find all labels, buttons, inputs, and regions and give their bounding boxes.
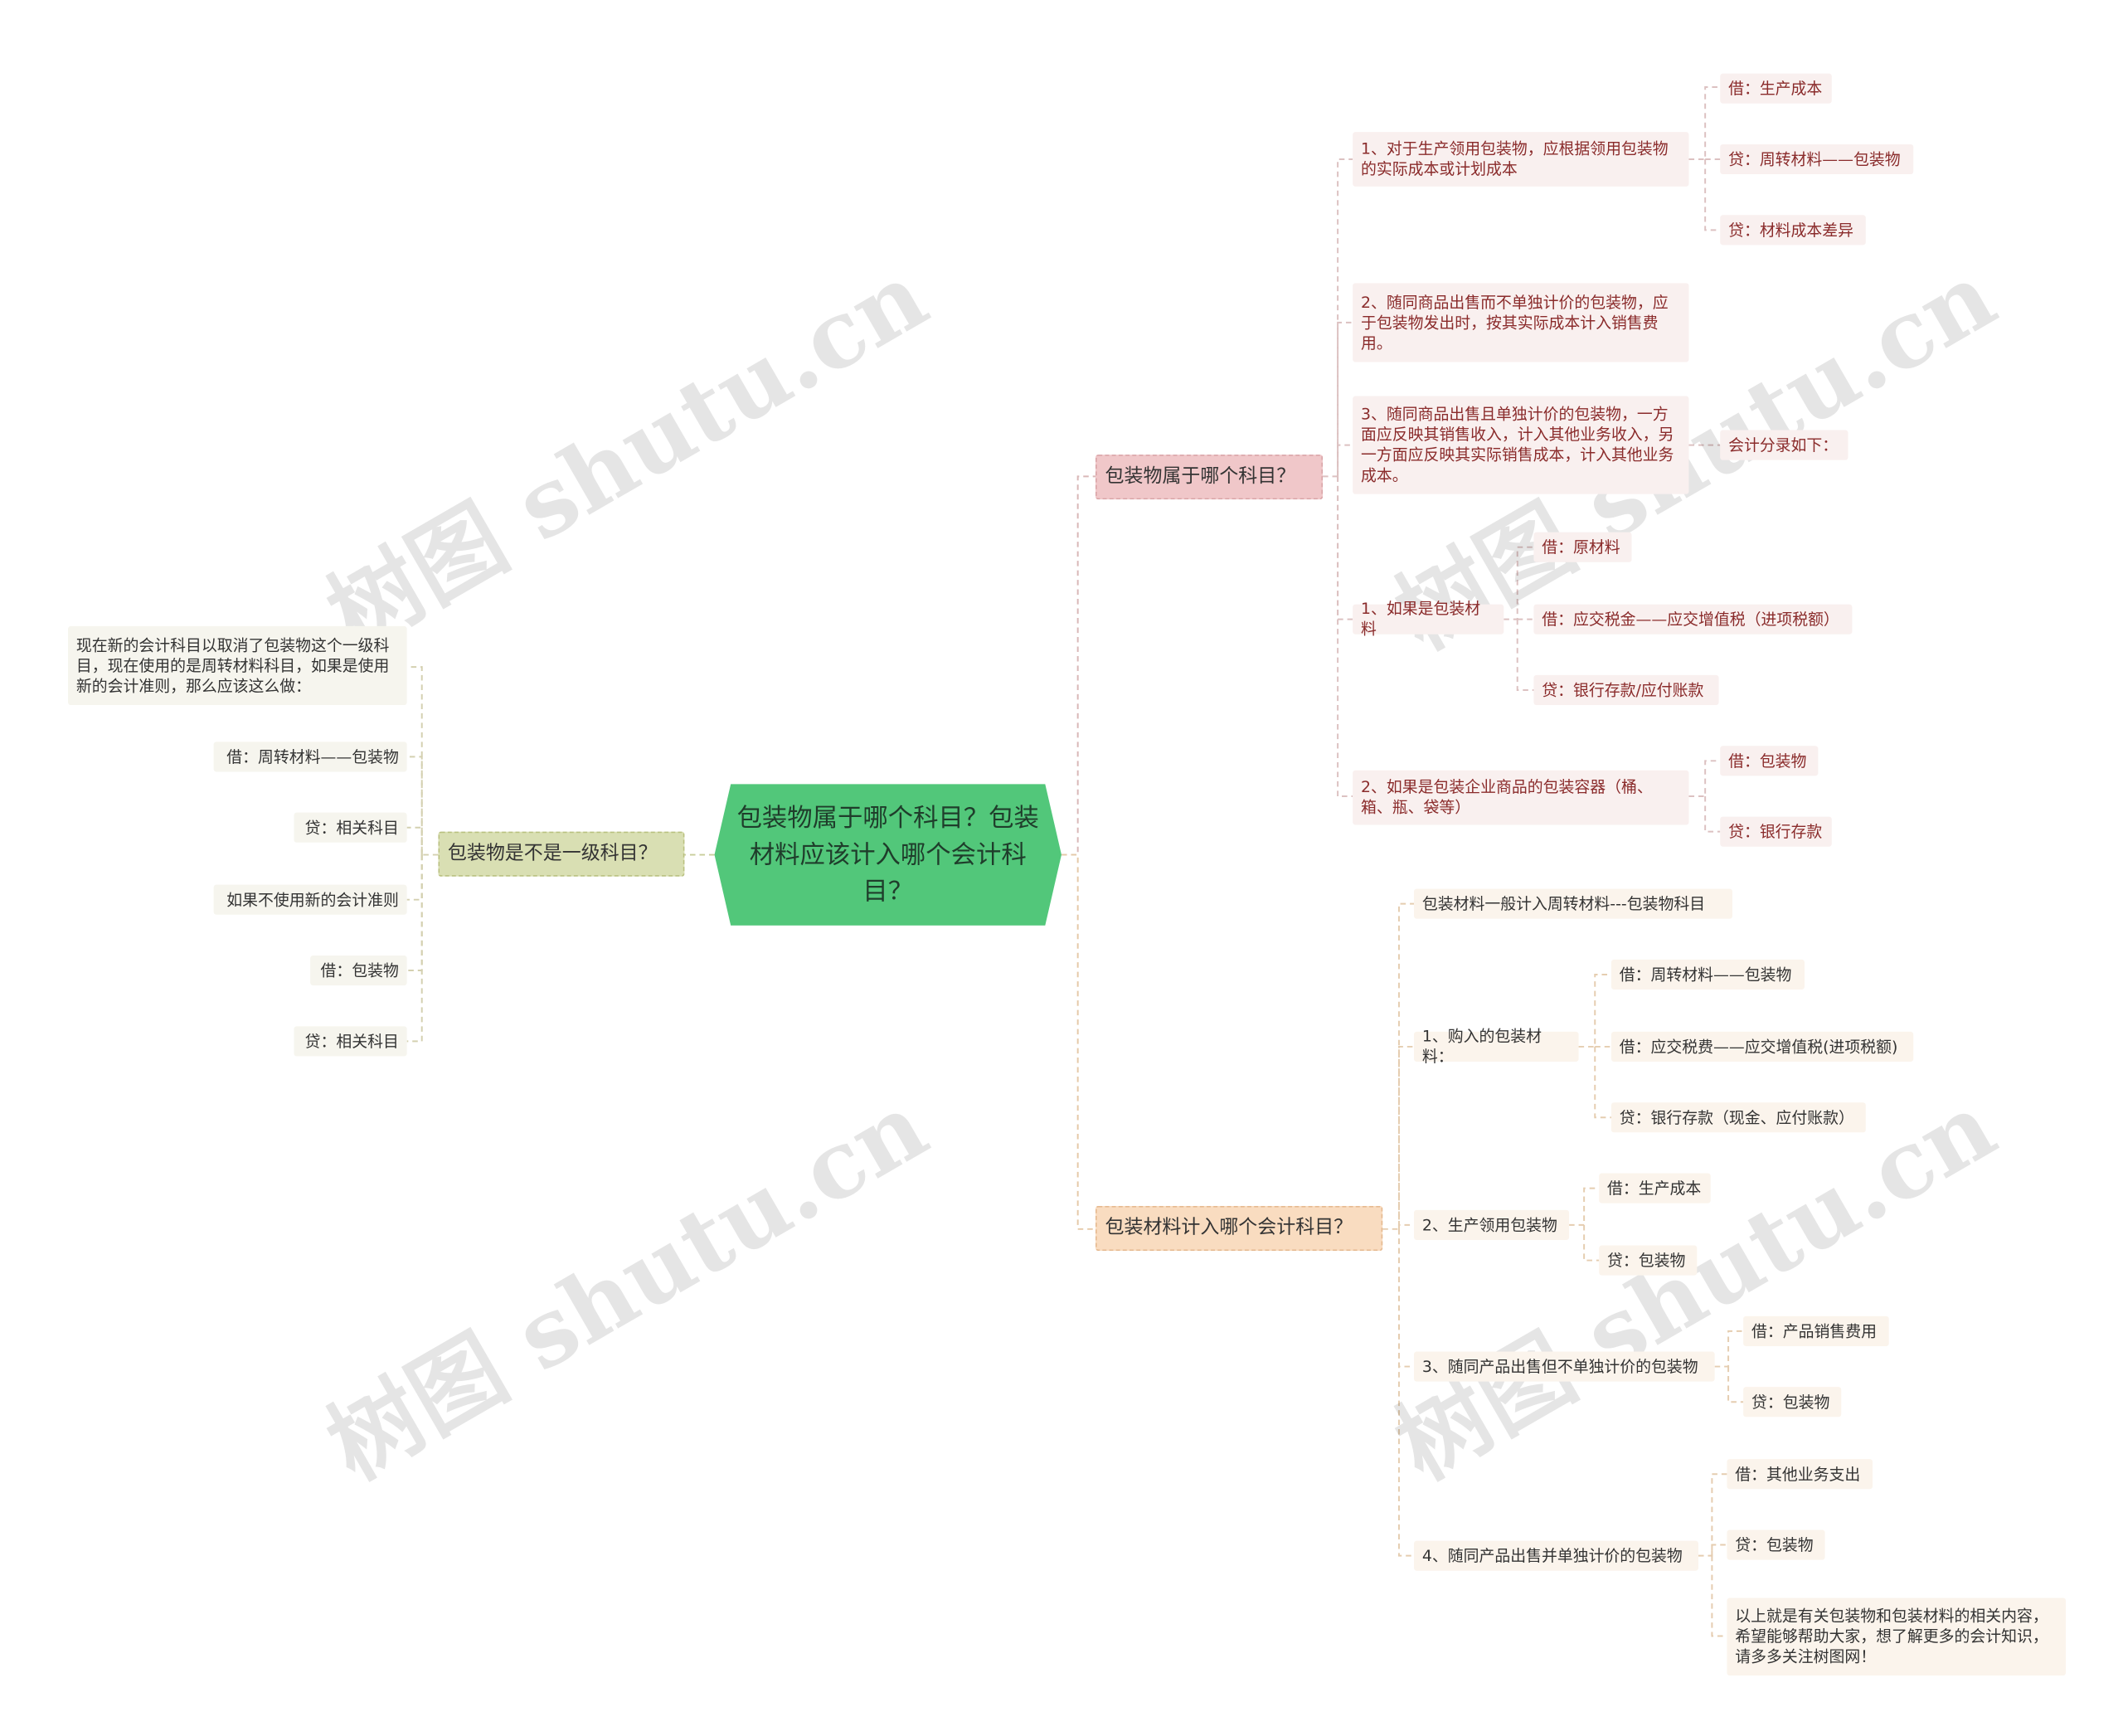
item-label: 贷：银行存款 xyxy=(1728,821,1823,841)
branch3-item-3[interactable]: 贷：相关科目 xyxy=(294,812,407,843)
item-label: 贷：银行存款/应付账款 xyxy=(1542,679,1704,699)
branch2-item-2[interactable]: 1、购入的包装材料： xyxy=(1413,1026,1579,1066)
branch1-item-1-child-1[interactable]: 借：生产成本 xyxy=(1720,73,1832,104)
item-label: 贷：相关科目 xyxy=(304,1031,399,1051)
branch1-item-5-child-1[interactable]: 借：包装物 xyxy=(1720,746,1819,776)
item-label: 借：产品销售费用 xyxy=(1751,1320,1877,1340)
branch-node-1[interactable]: 包装物属于哪个科目？ xyxy=(1096,455,1324,500)
item-label: 3、随同产品出售但不单独计价的包装物 xyxy=(1421,1356,1698,1376)
branch3-item-4[interactable]: 如果不使用新的会计准则 xyxy=(213,884,407,915)
branch1-item-2[interactable]: 2、随同商品出售而不单独计价的包装物，应于包装物发出时，按其实际成本计入销售费用… xyxy=(1353,283,1689,362)
branch2-item-5[interactable]: 4、随同产品出售并单独计价的包装物 xyxy=(1413,1540,1698,1571)
item-label: 4、随同产品出售并单独计价的包装物 xyxy=(1421,1545,1683,1565)
branch-label: 包装物属于哪个科目？ xyxy=(1105,465,1296,488)
branch-label: 包装物是不是一级科目？ xyxy=(447,842,658,865)
branch2-item-4[interactable]: 3、随同产品出售但不单独计价的包装物 xyxy=(1413,1351,1715,1382)
branch2-item-5-child-2[interactable]: 贷：包装物 xyxy=(1727,1529,1825,1560)
branch1-item-5[interactable]: 2、如果是包装企业商品的包装容器（桶、箱、瓶、袋等） xyxy=(1353,770,1689,825)
item-label: 贷：包装物 xyxy=(1607,1250,1686,1270)
branch-label: 包装材料计入哪个会计科目？ xyxy=(1105,1217,1353,1239)
item-label: 借：生产成本 xyxy=(1728,78,1823,98)
item-label: 2、生产领用包装物 xyxy=(1421,1214,1557,1234)
item-label: 贷：相关科目 xyxy=(304,817,399,837)
branch2-item-3[interactable]: 2、生产领用包装物 xyxy=(1413,1209,1570,1240)
item-label: 贷：材料成本差异 xyxy=(1728,220,1854,239)
item-label: 2、如果是包装企业商品的包装容器（桶、箱、瓶、袋等） xyxy=(1361,777,1653,817)
branch1-item-3-child-1[interactable]: 会计分录如下： xyxy=(1720,430,1849,460)
item-label: 借：其他业务支出 xyxy=(1735,1463,1861,1483)
branch2-item-4-child-2[interactable]: 贷：包装物 xyxy=(1743,1387,1842,1417)
item-label: 1、如果是包装材料 xyxy=(1361,599,1481,639)
item-label: 会计分录如下： xyxy=(1728,435,1839,455)
branch-node-2[interactable]: 包装材料计入哪个会计科目？ xyxy=(1096,1205,1383,1252)
item-label: 借：生产成本 xyxy=(1607,1178,1702,1198)
branch1-item-4-child-3[interactable]: 贷：银行存款/应付账款 xyxy=(1533,674,1719,706)
branch1-item-4-child-2[interactable]: 借：应交税金——应交增值税（进项税额） xyxy=(1533,604,1853,635)
branch1-item-4-child-1[interactable]: 借：原材料 xyxy=(1533,532,1632,562)
item-label: 现在新的会计科目以取消了包装物这个一级科目，现在使用的是周转材料科目，如果是使用… xyxy=(75,635,390,695)
item-label: 以上就是有关包装物和包装材料的相关内容，希望能够帮助大家，想了解更多的会计知识，… xyxy=(1735,1606,2048,1666)
item-label: 借：周转材料——包装物 xyxy=(226,746,399,766)
item-label: 1、对于生产领用包装物，应根据领用包装物的实际成本或计划成本 xyxy=(1361,139,1669,178)
branch2-item-2-child-3[interactable]: 贷：银行存款（现金、应付账款） xyxy=(1610,1102,1866,1133)
branch3-item-2[interactable]: 借：周转材料——包装物 xyxy=(213,742,407,772)
item-label: 借：包装物 xyxy=(1728,751,1807,770)
branch1-item-5-child-2[interactable]: 贷：银行存款 xyxy=(1720,816,1832,847)
branch2-item-3-child-1[interactable]: 借：生产成本 xyxy=(1599,1173,1711,1204)
branch3-item-5[interactable]: 借：包装物 xyxy=(310,955,407,986)
root-title: 包装物属于哪个科目？包装材料应该计入哪个会计科目？ xyxy=(736,804,1039,907)
item-label: 借：应交税费——应交增值税(进项税额) xyxy=(1619,1036,1898,1056)
branch2-item-3-child-2[interactable]: 贷：包装物 xyxy=(1599,1245,1698,1276)
branch2-item-1[interactable]: 包装材料一般计入周转材料---包装物科目 xyxy=(1413,888,1732,919)
item-label: 1、购入的包装材料： xyxy=(1421,1026,1542,1066)
branch2-item-2-child-1[interactable]: 借：周转材料——包装物 xyxy=(1610,959,1805,990)
branch2-item-4-child-1[interactable]: 借：产品销售费用 xyxy=(1743,1315,1889,1346)
branch1-item-4[interactable]: 1、如果是包装材料 xyxy=(1353,599,1504,639)
item-label: 借：周转材料——包装物 xyxy=(1619,964,1792,984)
branch3-item-1[interactable]: 现在新的会计科目以取消了包装物这个一级科目，现在使用的是周转材料科目，如果是使用… xyxy=(68,625,407,706)
branch1-item-1-child-3[interactable]: 贷：材料成本差异 xyxy=(1720,215,1866,246)
branch2-item-5-child-1[interactable]: 借：其他业务支出 xyxy=(1727,1459,1873,1490)
root-node[interactable]: 包装物属于哪个科目？包装材料应该计入哪个会计科目？ xyxy=(714,784,1062,926)
branch2-item-5-child-3[interactable]: 以上就是有关包装物和包装材料的相关内容，希望能够帮助大家，想了解更多的会计知识，… xyxy=(1727,1597,2067,1676)
item-label: 2、随同商品出售而不单独计价的包装物，应于包装物发出时，按其实际成本计入销售费用… xyxy=(1361,291,1669,353)
item-label: 3、随同商品出售且单独计价的包装物，一方面应反映其销售收入，计入其他业务收入，另… xyxy=(1361,404,1674,485)
branch-node-3[interactable]: 包装物是不是一级科目？ xyxy=(438,831,685,877)
item-label: 贷：周转材料——包装物 xyxy=(1728,148,1901,168)
item-label: 贷：银行存款（现金、应付账款） xyxy=(1619,1106,1854,1126)
root-shape xyxy=(714,784,1062,926)
item-label: 包装材料一般计入周转材料---包装物科目 xyxy=(1421,893,1706,913)
item-label: 贷：包装物 xyxy=(1735,1534,1814,1554)
item-label: 贷：包装物 xyxy=(1751,1391,1830,1411)
branch3-item-6[interactable]: 贷：相关科目 xyxy=(294,1026,407,1057)
branch1-item-1[interactable]: 1、对于生产领用包装物，应根据领用包装物的实际成本或计划成本 xyxy=(1353,132,1689,187)
branch1-item-1-child-2[interactable]: 贷：周转材料——包装物 xyxy=(1720,143,1914,175)
branch1-item-3[interactable]: 3、随同商品出售且单独计价的包装物，一方面应反映其销售收入，计入其他业务收入，另… xyxy=(1353,396,1689,494)
item-label: 借：原材料 xyxy=(1542,537,1620,557)
item-label: 借：包装物 xyxy=(320,960,399,980)
item-label: 如果不使用新的会计准则 xyxy=(226,889,399,909)
branch2-item-2-child-2[interactable]: 借：应交税费——应交增值税(进项税额) xyxy=(1610,1031,1914,1062)
item-label: 借：应交税金——应交增值税（进项税额） xyxy=(1542,609,1839,629)
